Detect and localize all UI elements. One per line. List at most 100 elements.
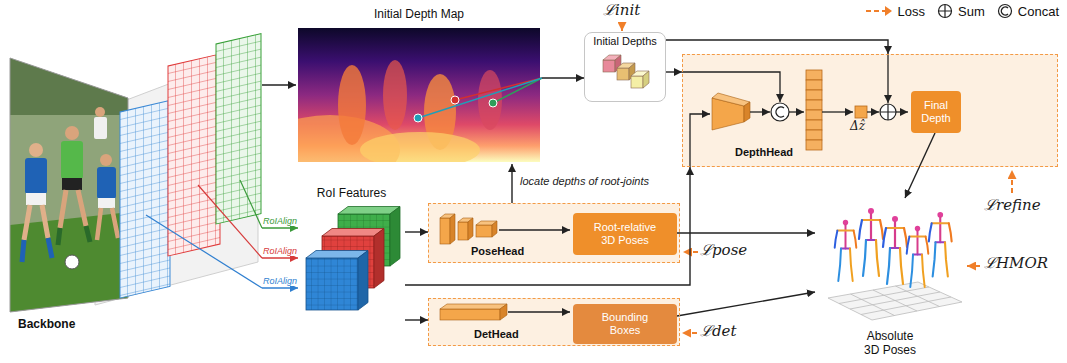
output-box: Final Depth [911, 91, 961, 133]
input-photo [94, 117, 107, 139]
math-label: Δẑ [850, 120, 865, 134]
math-label: ℒdet [700, 323, 737, 340]
legend-item: Loss [865, 3, 925, 19]
node-label: Backbone [18, 318, 75, 332]
connector [677, 232, 815, 233]
input-photo [65, 126, 79, 140]
band-fill [428, 54, 1058, 346]
math-label: ℒrefine [984, 197, 1041, 214]
feature-vector [806, 110, 822, 120]
node-label: PoseHead [471, 245, 524, 258]
output-box: Bounding Boxes [573, 304, 677, 344]
internal-arrow [499, 54, 908, 312]
connector [666, 71, 682, 72]
connector [262, 227, 298, 228]
roi-leader [146, 180, 262, 288]
root-point [489, 99, 497, 107]
internal-arrow [690, 114, 710, 167]
depth-map-image [298, 28, 540, 162]
input-photo [65, 255, 79, 269]
depth-cube [617, 68, 629, 80]
legend-sample [865, 3, 893, 19]
feature-vector [806, 100, 822, 110]
root-point [414, 114, 422, 122]
connector [405, 167, 690, 285]
ground-plane [839, 286, 951, 316]
depth-cube [631, 76, 643, 88]
feature-vector [855, 106, 867, 118]
root-sample-line [493, 78, 542, 103]
feature-grid [168, 54, 220, 256]
depth-map-image [383, 60, 407, 130]
network-icon [500, 304, 507, 320]
input-photo [58, 226, 90, 245]
node-label: Bounding Boxes [594, 311, 656, 336]
connector [666, 40, 888, 54]
stick-figure [883, 216, 907, 284]
stick-figure [929, 212, 952, 277]
feature-vector [806, 80, 822, 90]
legend-sample [939, 5, 952, 18]
legend: Loss Sum Concat [865, 3, 1059, 19]
legend-sample [885, 6, 892, 16]
node-label: Absolute 3D Poses [860, 330, 920, 358]
connector [262, 84, 296, 85]
input-photo [22, 238, 52, 262]
connector [511, 164, 512, 203]
feature-grid [216, 34, 261, 224]
feature-vector [806, 130, 822, 140]
ground-plane [828, 282, 962, 320]
feature-vector [806, 90, 822, 100]
sum-symbol [880, 104, 896, 120]
legend-sample [997, 3, 1013, 19]
input-photo [98, 198, 115, 208]
legend-item: Concat [997, 3, 1059, 19]
depth-map: Initial Depth Map [296, 6, 542, 164]
legend-item: Sum [937, 3, 985, 19]
edge-label: RoIAlign [262, 246, 298, 256]
stick-figure [835, 220, 857, 281]
legend-label: Concat [1018, 4, 1059, 19]
depth-box: Initial Depths [584, 32, 666, 102]
roi-feature-cube [390, 207, 400, 267]
math-label: ℒinit [603, 2, 640, 19]
input-photo [61, 141, 83, 179]
legend-label: Loss [898, 4, 925, 19]
roi-feature-cube [306, 258, 358, 310]
loss-arrow [1011, 170, 1013, 193]
legend-sample [1001, 7, 1008, 15]
internal-arrow [499, 229, 570, 230]
depth-cube [643, 71, 649, 88]
backbone-block: Backbone [5, 28, 262, 340]
depth-cube [603, 55, 649, 88]
legend-sample [866, 10, 886, 12]
input-photo [97, 167, 116, 199]
depth-map-image [338, 65, 366, 145]
connector [405, 231, 428, 232]
input-photo [26, 193, 46, 205]
feature-grid [120, 100, 170, 298]
node-label: Root-relative 3D Poses [587, 221, 663, 246]
node-label: DetHead [474, 328, 519, 341]
feature-vector [806, 70, 867, 150]
concat-symbol [771, 103, 789, 121]
internal-arrow [887, 54, 888, 103]
node-label: RoI Features [298, 187, 405, 201]
input-photo [97, 208, 118, 240]
pose-output: Absolute 3D Poses [815, 198, 965, 360]
connector [262, 257, 298, 258]
network-icon [440, 304, 507, 309]
network-icon [492, 221, 497, 237]
connector [405, 319, 428, 320]
roi-feature-cube [306, 207, 400, 311]
feature-vector [806, 70, 822, 80]
connector [905, 133, 935, 198]
network-icon [440, 218, 450, 244]
root-point [414, 96, 497, 122]
depth-map-image [360, 132, 480, 162]
sum-symbol [880, 104, 896, 120]
photo-frame [10, 58, 128, 312]
input-photo [62, 178, 82, 190]
network-icon [468, 218, 473, 240]
band-fill [428, 203, 680, 263]
